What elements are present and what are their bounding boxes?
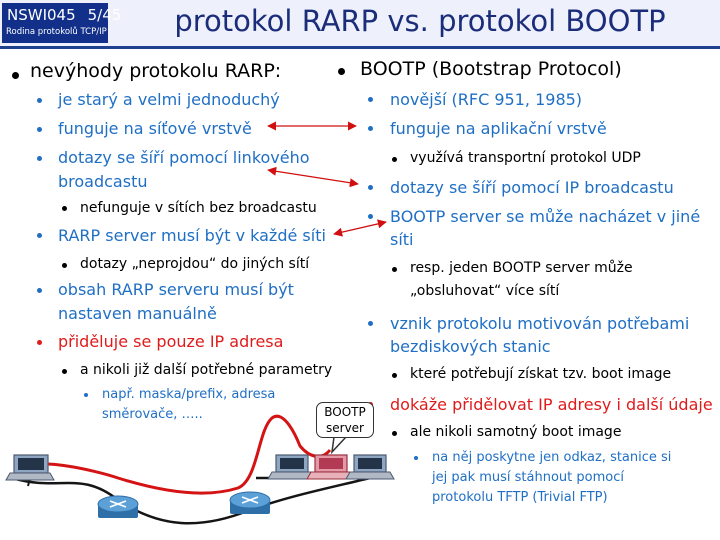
right-item: bezdiskových stanic [390,337,551,356]
bullet-l3 [392,431,397,436]
bullet-l2 [37,233,42,238]
left-subsubitem: např. maska/prefix, adresa [102,387,276,402]
bullet-l2 [368,214,373,219]
bullet-l3 [62,206,67,211]
bullet-l2 [37,156,42,161]
bullet-l1 [12,72,19,79]
left-item: funguje na síťové vrstvě [58,119,252,138]
left-item: je starý a velmi jednoduchý [58,90,280,109]
bullet-l2 [368,97,373,102]
left-item: dotazy se šíří pomocí linkového [58,148,310,167]
bootp-server-callout: BOOTP server [316,402,374,438]
router-icon [97,495,139,518]
double-arrow-icon [267,166,359,188]
right-subitem: ale nikoli samotný boot image [410,424,622,440]
left-item: broadcastu [58,172,148,191]
right-item: dotazy se šíří pomocí IP broadcastu [390,178,674,197]
right-item: síti [390,230,414,249]
left-heading: nevýhody protokolu RARP: [30,60,282,82]
course-subtitle: Rodina protokolů TCP/IP [6,27,107,37]
left-item: obsah RARP serveru musí být [58,280,294,299]
slide-title: protokol RARP vs. protokol BOOTP [174,4,666,38]
header-divider [0,46,720,49]
right-item: vznik protokolu motivován potřebami [390,314,690,333]
slide-header [0,0,720,46]
page-number: 5/45 [87,6,122,24]
router-icon [229,491,271,514]
right-item-highlight: dokáže přidělovat IP adresy i další údaj… [390,395,713,414]
computer-icon [267,454,317,480]
right-subsubitem: na něj poskytne jen odkaz, stanice si [432,450,672,465]
right-subsubitem: jej pak musí stáhnout pomocí [432,470,624,485]
right-subsubitem: protokolu TFTP (Trivial FTP) [432,490,608,505]
right-item: BOOTP server se může nacházet v jiné [390,207,701,226]
callout-line: BOOTP [324,405,366,419]
bullet-l1 [338,68,345,75]
bullet-l3 [62,369,67,374]
bullet-l3 [392,157,397,162]
bullet-l3 [392,267,397,272]
left-item-highlight: přiděluje se pouze IP adresa [58,332,284,351]
right-heading: BOOTP (Bootstrap Protocol) [360,58,622,80]
right-subitem: „obsluhovat“ více sítí [410,283,560,299]
left-item: nastaven manuálně [58,304,217,323]
server-icon [306,454,356,480]
left-subsubitem: směrovače, ….. [102,407,203,422]
left-subitem: dotazy „neprojdou“ do jiných sítí [80,256,310,272]
bullet-l3 [62,263,67,268]
bullet-l2 [37,127,42,132]
bullet-l2 [368,126,373,131]
computer-icon [5,454,55,481]
computer-icon [345,454,395,480]
double-arrow-icon [333,219,387,237]
bullet-l2 [368,185,373,190]
bullet-l4 [84,393,88,397]
left-subitem: nefunguje v sítích bez broadcastu [80,200,317,216]
right-subitem: které potřebují získat tzv. boot image [410,366,672,382]
bullet-l2 [37,98,42,103]
bullet-l2 [37,340,42,345]
left-subitem: a nikoli již další potřebné parametry [80,362,333,378]
right-item: novější (RFC 951, 1985) [390,90,583,109]
left-item: RARP server musí být v každé síti [58,226,326,245]
callout-line: server [326,421,364,435]
right-subitem: resp. jeden BOOTP server může [410,260,633,276]
bullet-l3 [392,373,397,378]
bullet-l2 [37,288,42,293]
bullet-l4 [414,456,418,460]
right-subitem: využívá transportní protokol UDP [410,150,641,166]
bullet-l2 [368,321,373,326]
right-item: funguje na aplikační vrstvě [390,119,607,138]
